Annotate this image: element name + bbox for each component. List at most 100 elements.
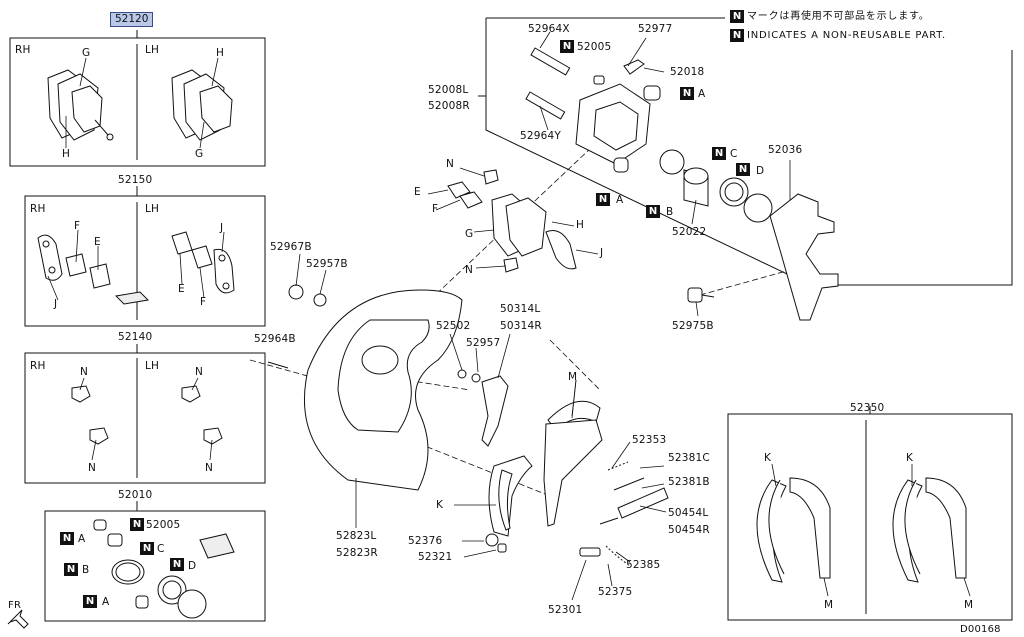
part-number-52964Y[interactable]: 52964Y (520, 130, 562, 142)
callout-c: C (157, 543, 165, 555)
part-number-52957B[interactable]: 52957B (306, 258, 348, 270)
part-number-52008L[interactable]: 52008L (428, 84, 469, 96)
callout-g: G (465, 228, 474, 240)
non-reusable-icon: N (560, 40, 574, 53)
callout-d: D (756, 165, 765, 177)
non-reusable-icon: N (64, 563, 78, 576)
part-number-52977[interactable]: 52977 (638, 23, 673, 35)
part-number-52018[interactable]: 52018 (670, 66, 705, 78)
legend-japanese: マークは再使用不可部品を示します。 (747, 11, 930, 22)
callout-f: F (74, 220, 81, 232)
rh-label: RH (30, 360, 46, 372)
part-number-52350[interactable]: 52350 (850, 402, 885, 414)
part-number-52375[interactable]: 52375 (598, 586, 633, 598)
callout-a: A (78, 533, 86, 545)
legend-english: INDICATES A NON-REUSABLE PART. (747, 30, 946, 41)
callout-e: E (178, 283, 185, 295)
part-number-52975B[interactable]: 52975B (672, 320, 714, 332)
part-number-52964X[interactable]: 52964X (528, 23, 570, 35)
callout-k: K (436, 499, 444, 511)
callout-a: A (698, 88, 706, 100)
callout-c: C (730, 148, 738, 160)
part-number-52022[interactable]: 52022 (672, 226, 707, 238)
callout-k: K (764, 452, 772, 464)
part-number-52321[interactable]: 52321 (418, 551, 453, 563)
non-reusable-icon: N (712, 147, 726, 160)
part-number-50454L[interactable]: 50454L (668, 507, 709, 519)
part-number-52036[interactable]: 52036 (768, 144, 803, 156)
callout-a: A (616, 194, 624, 206)
non-reusable-icon: N (730, 10, 744, 23)
seal-kit-box (44, 510, 266, 622)
part-number-52964B[interactable]: 52964B (254, 333, 296, 345)
rh-label: RH (30, 203, 46, 215)
diagram-code: D00168 (960, 624, 1001, 635)
callout-k: K (906, 452, 914, 464)
part-number-52823R[interactable]: 52823R (336, 547, 378, 559)
part-number-52140[interactable]: 52140 (118, 331, 153, 343)
clip-kit-box (24, 352, 266, 484)
callout-m: M (824, 599, 834, 611)
part-number-52385[interactable]: 52385 (626, 559, 661, 571)
rh-label: RH (15, 44, 31, 56)
non-reusable-icon: N (83, 595, 97, 608)
callout-n: N (465, 264, 474, 276)
part-number-52502[interactable]: 52502 (436, 320, 471, 332)
callout-m: M (964, 599, 974, 611)
part-number-52376[interactable]: 52376 (408, 535, 443, 547)
non-reusable-icon: N (736, 163, 750, 176)
callout-m: M (568, 371, 578, 383)
part-number-52008R[interactable]: 52008R (428, 100, 470, 112)
callout-h: H (576, 219, 585, 231)
callout-n: N (446, 158, 455, 170)
part-number-50454R[interactable]: 50454R (668, 524, 710, 536)
callout-n: N (205, 462, 214, 474)
part-number-52301[interactable]: 52301 (548, 604, 583, 616)
part-number-52005[interactable]: 52005 (146, 519, 181, 531)
part-number-52005[interactable]: 52005 (577, 41, 612, 53)
part-number-52010[interactable]: 52010 (118, 489, 153, 501)
non-reusable-icon: N (680, 87, 694, 100)
part-number-52120[interactable]: 52120 (110, 12, 154, 27)
non-reusable-icon: N (140, 542, 154, 555)
callout-d: D (188, 560, 197, 572)
non-reusable-icon: N (60, 532, 74, 545)
lh-label: LH (145, 44, 160, 56)
callout-j: J (600, 247, 604, 259)
non-reusable-icon: N (170, 558, 184, 571)
callout-n: N (195, 366, 204, 378)
part-number-52957[interactable]: 52957 (466, 337, 501, 349)
part-number-52823L[interactable]: 52823L (336, 530, 377, 542)
callout-g: G (195, 148, 204, 160)
non-reusable-icon: N (596, 193, 610, 206)
callout-j: J (220, 222, 224, 234)
part-number-52381C[interactable]: 52381C (668, 452, 710, 464)
front-arrow-icon (7, 609, 29, 629)
callout-f: F (432, 203, 439, 215)
part-number-52353[interactable]: 52353 (632, 434, 667, 446)
part-number-50314R[interactable]: 50314R (500, 320, 542, 332)
part-number-52381B[interactable]: 52381B (668, 476, 710, 488)
callout-n: N (80, 366, 89, 378)
callout-b: B (666, 206, 674, 218)
callout-a: A (102, 596, 110, 608)
callout-h: H (216, 47, 225, 59)
front-label: FR (8, 600, 22, 611)
callout-n: N (88, 462, 97, 474)
part-number-52967B[interactable]: 52967B (270, 241, 312, 253)
shim-kit-box (24, 195, 266, 327)
callout-g: G (82, 47, 91, 59)
non-reusable-icon: N (730, 29, 744, 42)
part-number-50314L[interactable]: 50314L (500, 303, 541, 315)
part-number-52150[interactable]: 52150 (118, 174, 153, 186)
callout-j: J (54, 298, 58, 310)
callout-b: B (82, 564, 90, 576)
callout-f: F (200, 296, 207, 308)
callout-e: E (94, 236, 101, 248)
lh-label: LH (145, 203, 160, 215)
callout-h: H (62, 148, 71, 160)
non-reusable-icon: N (130, 518, 144, 531)
non-reusable-icon: N (646, 205, 660, 218)
